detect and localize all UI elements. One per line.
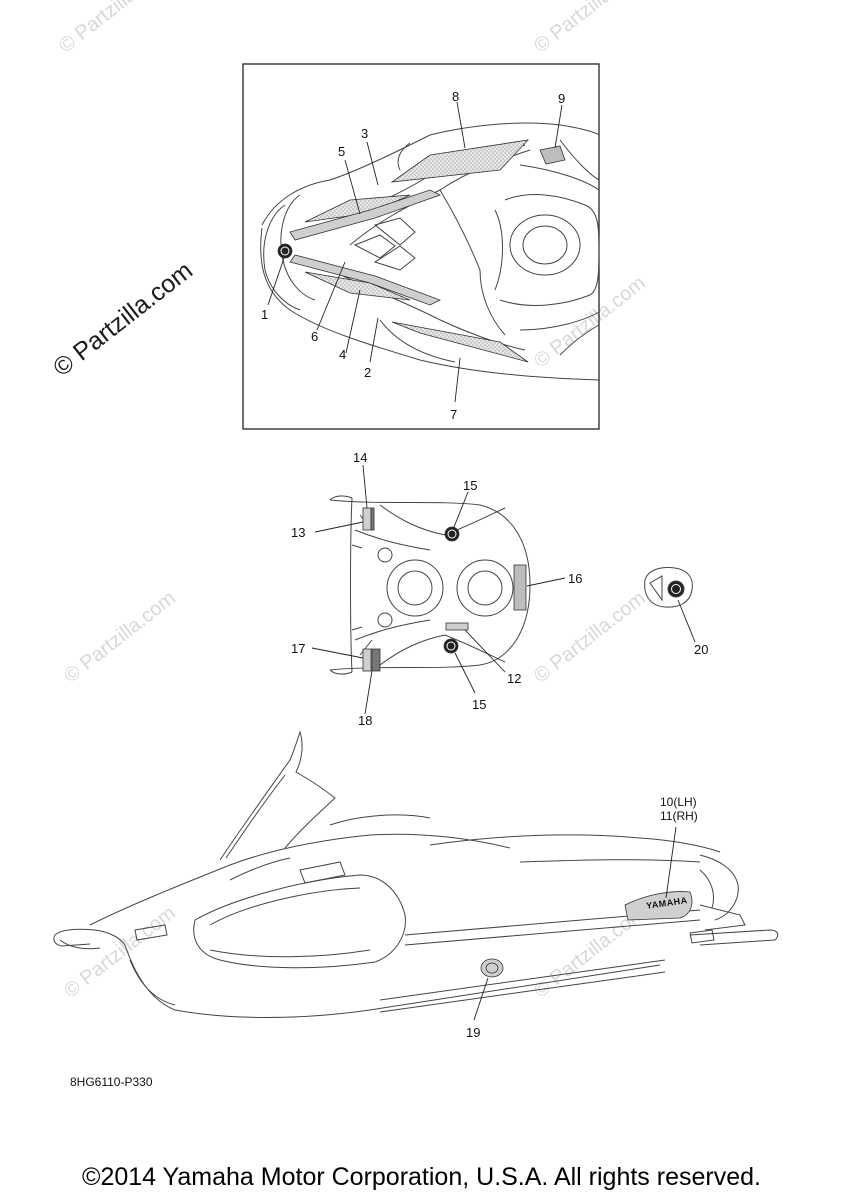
leader-lines-bottom (473, 826, 677, 1021)
callout-8: 8 (452, 89, 460, 104)
copyright-notice: ©2014 Yamaha Motor Corporation, U.S.A. A… (82, 1163, 761, 1191)
callout-6: 6 (311, 329, 319, 344)
hood-decals (277, 139, 566, 363)
callout-11: 11(RH) (660, 809, 698, 823)
snowmobile-side-view (53, 730, 779, 1018)
callout-10: 10(LH) (660, 795, 697, 809)
callout-12: 12 (507, 671, 522, 686)
callout-9: 9 (558, 91, 566, 106)
callout-3: 3 (361, 126, 369, 141)
callout-18: 18 (358, 713, 373, 728)
leader-lines-middle (311, 464, 696, 715)
side-decals (480, 891, 693, 978)
reference-code: 8HG6110-P330 (70, 1075, 153, 1089)
callout-15b: 15 (472, 697, 487, 712)
callout-1: 1 (261, 307, 269, 322)
leader-lines-top (267, 101, 563, 403)
callout-16: 16 (568, 571, 583, 586)
callout-7: 7 (450, 407, 458, 422)
callout-13: 13 (291, 525, 306, 540)
callout-14: 14 (353, 450, 368, 465)
top-view-frame (242, 63, 600, 430)
callout-19: 19 (466, 1025, 481, 1040)
callout-20: 20 (694, 642, 709, 657)
callout-15a: 15 (463, 478, 478, 493)
callout-17: 17 (291, 641, 306, 656)
callout-4: 4 (339, 347, 347, 362)
callout-2: 2 (364, 365, 372, 380)
part-20-emblem-housing (644, 567, 693, 608)
dash-decals (362, 507, 527, 672)
callout-5: 5 (338, 144, 346, 159)
